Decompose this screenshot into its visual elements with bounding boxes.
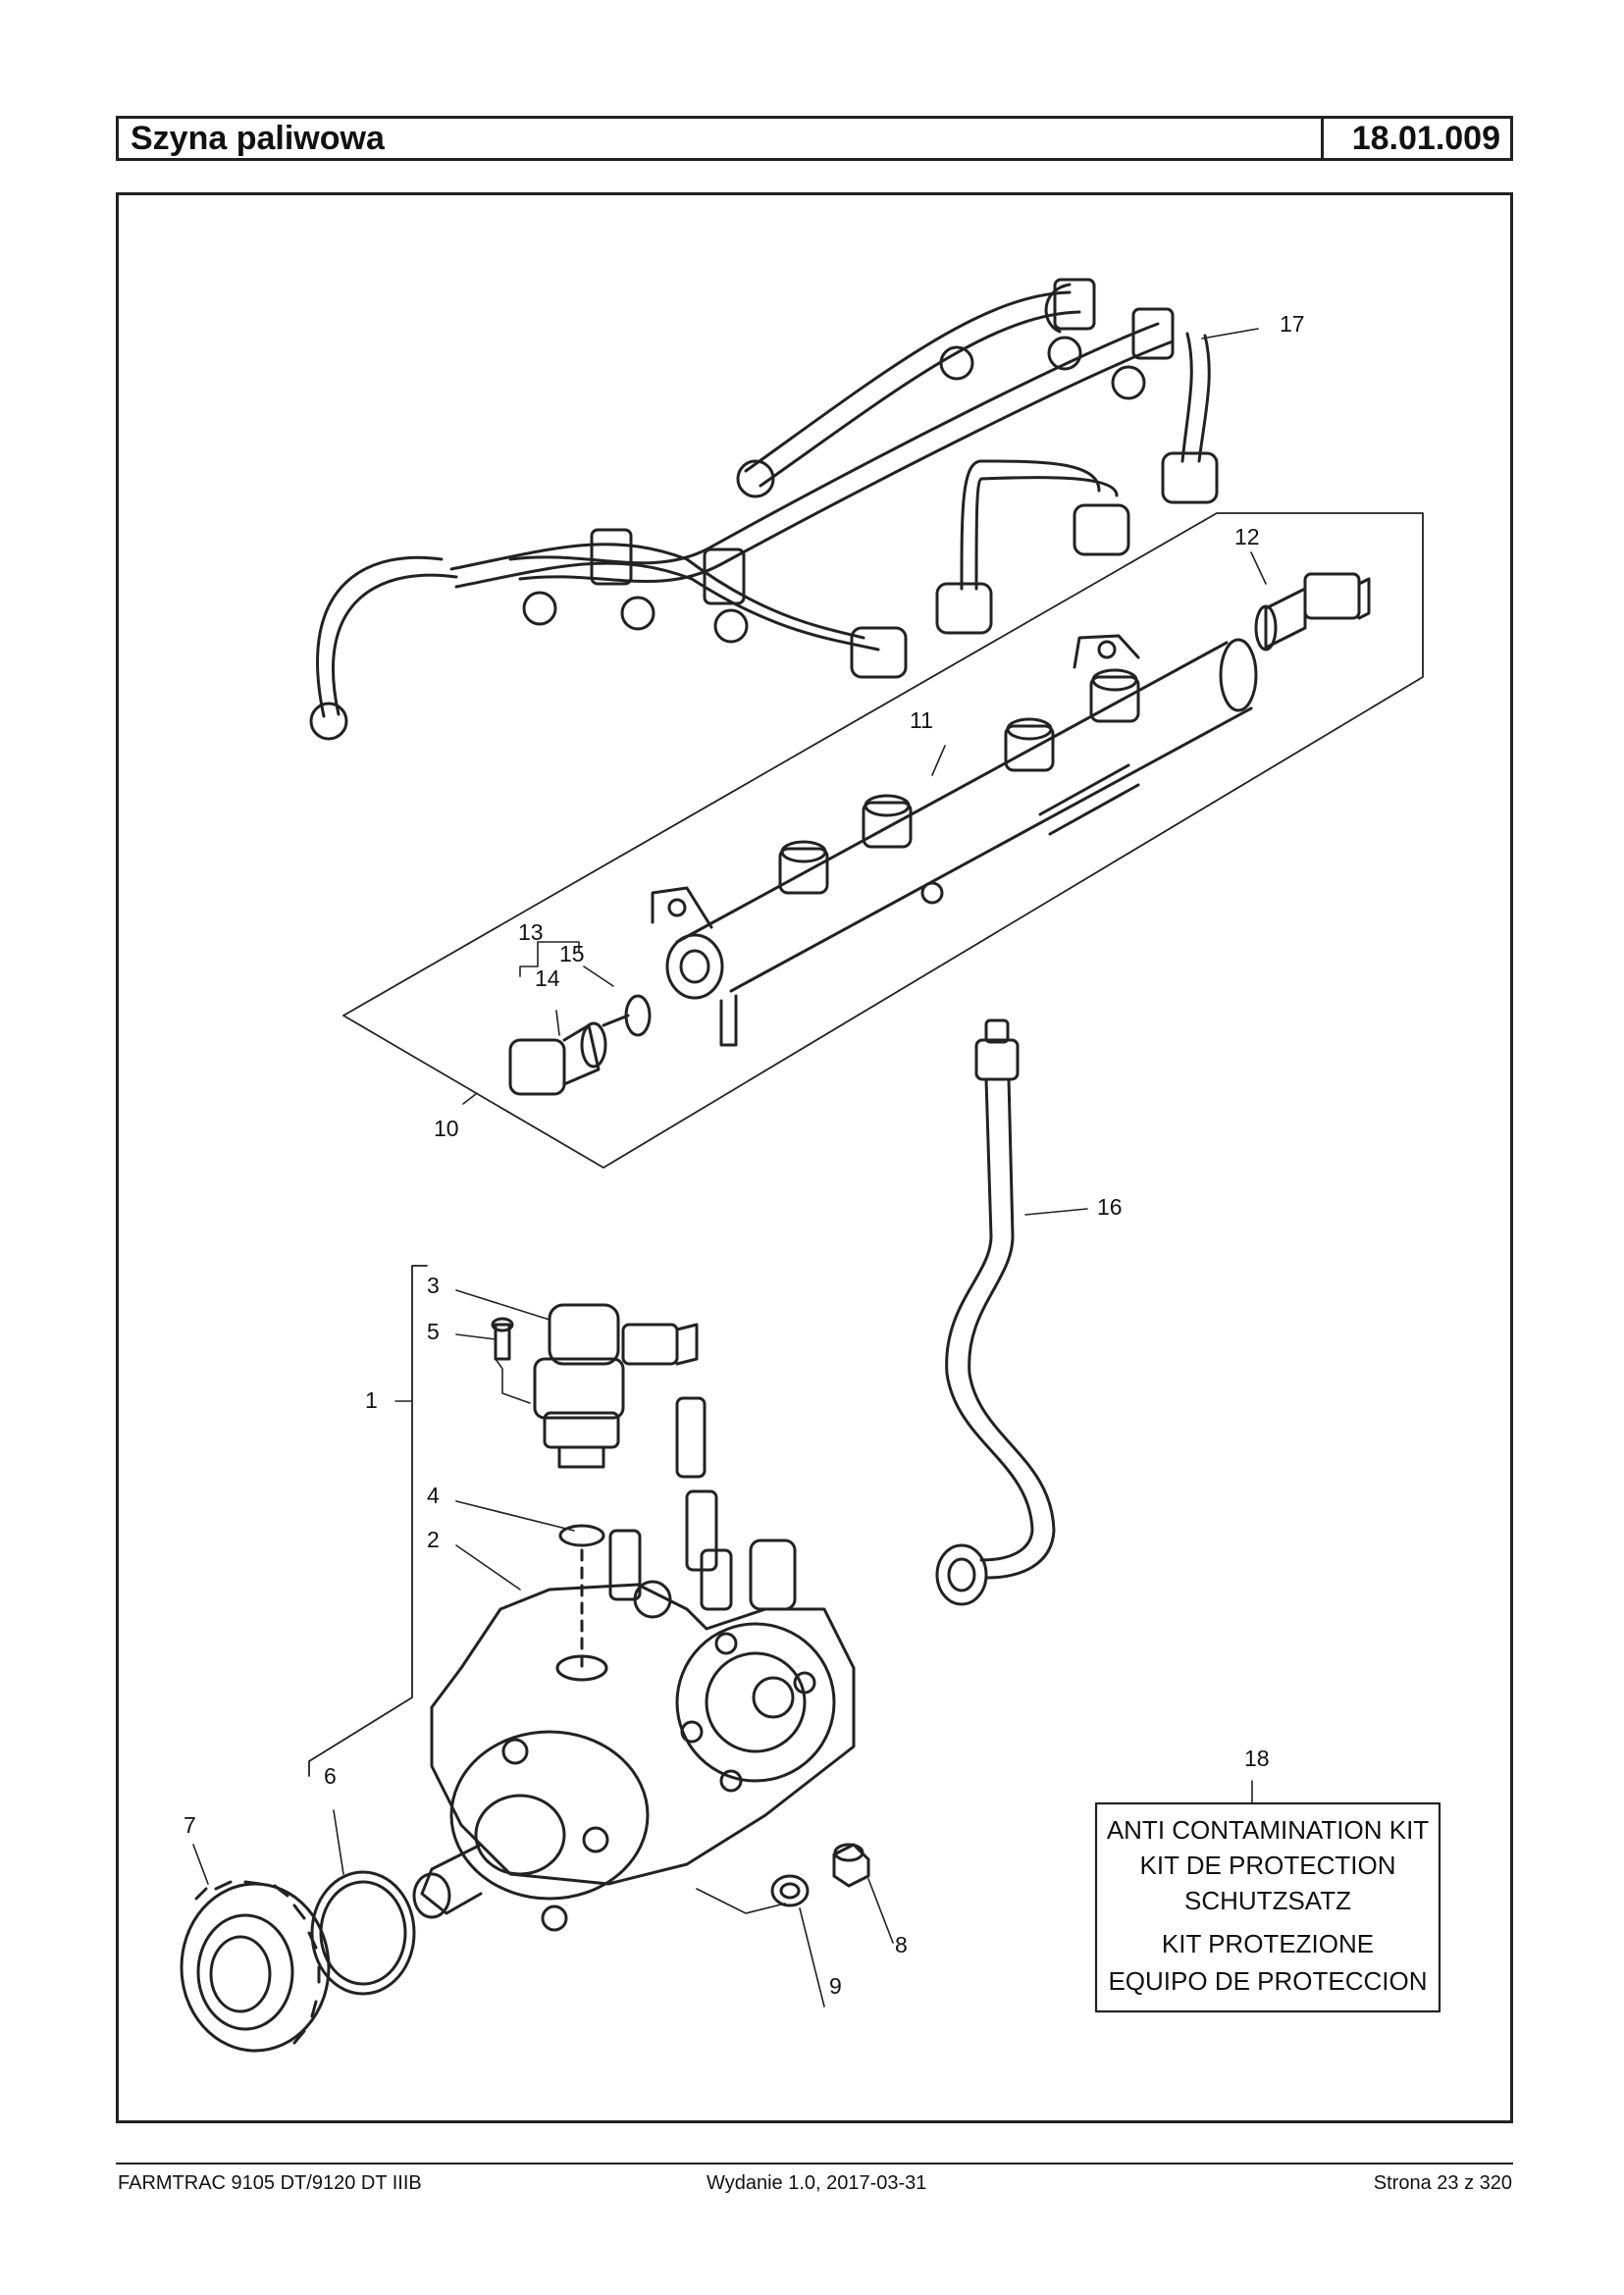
callout-6: 6 xyxy=(324,1763,337,1789)
callout-15: 15 xyxy=(559,941,585,966)
callout-2: 2 xyxy=(427,1527,440,1552)
kit-line-it: KIT PROTEZIONE xyxy=(1162,1929,1374,1958)
pressure-pipe-drawing xyxy=(935,1018,1056,1606)
callout-13: 13 xyxy=(518,919,544,945)
anti-contamination-kit-box xyxy=(1094,1801,1441,2013)
high-pressure-pump-drawing xyxy=(412,1396,856,1932)
footer-edition: Wydanie 1.0, 2017-03-31 xyxy=(707,2172,927,2194)
footer-page-number: Strona 23 z 320 xyxy=(1373,2172,1512,2194)
kit-line-en: ANTI CONTAMINATION KIT xyxy=(1107,1815,1429,1845)
footer-divider xyxy=(116,2163,1513,2165)
pressure-valve-drawing xyxy=(508,994,652,1096)
callout-16: 16 xyxy=(1097,1194,1123,1220)
page-header: Szyna paliwowa 18.01.009 xyxy=(116,116,1513,161)
injection-lines-drawing xyxy=(309,278,1219,741)
gear-drawing xyxy=(180,1880,331,2053)
kit-line-es: EQUIPO DE PROTECCION xyxy=(1108,1966,1427,1996)
page-title: Szyna paliwowa xyxy=(119,119,1324,158)
metering-valve-drawing xyxy=(491,1303,699,1547)
callout-11: 11 xyxy=(910,707,933,733)
callout-1: 1 xyxy=(365,1387,378,1413)
callout-9: 9 xyxy=(829,1973,842,1999)
footer-model: FARMTRAC 9105 DT/9120 DT IIIB xyxy=(118,2172,422,2194)
callout-14: 14 xyxy=(535,965,560,991)
o-ring-6-drawing xyxy=(310,1870,416,1996)
kit-line-de: SCHUTZSATZ xyxy=(1184,1886,1351,1915)
kit-line-fr: KIT DE PROTECTION xyxy=(1140,1851,1396,1880)
callout-10: 10 xyxy=(434,1116,459,1141)
pressure-sensor-drawing xyxy=(1254,572,1371,652)
rail-assembly-outline xyxy=(342,512,1424,1169)
diagram-frame xyxy=(116,192,1513,2123)
callout-3: 3 xyxy=(427,1273,440,1298)
callout-12: 12 xyxy=(1234,524,1260,549)
fuel-rail-drawing xyxy=(651,634,1258,1047)
washer-9-drawing xyxy=(770,1874,810,1907)
section-code: 18.01.009 xyxy=(1351,120,1500,157)
callout-18: 18 xyxy=(1244,1746,1270,1771)
callout-4: 4 xyxy=(427,1483,440,1508)
callout-17: 17 xyxy=(1280,311,1305,337)
callout-8: 8 xyxy=(895,1932,908,1957)
callout-7: 7 xyxy=(183,1812,196,1838)
callout-5: 5 xyxy=(427,1319,440,1344)
